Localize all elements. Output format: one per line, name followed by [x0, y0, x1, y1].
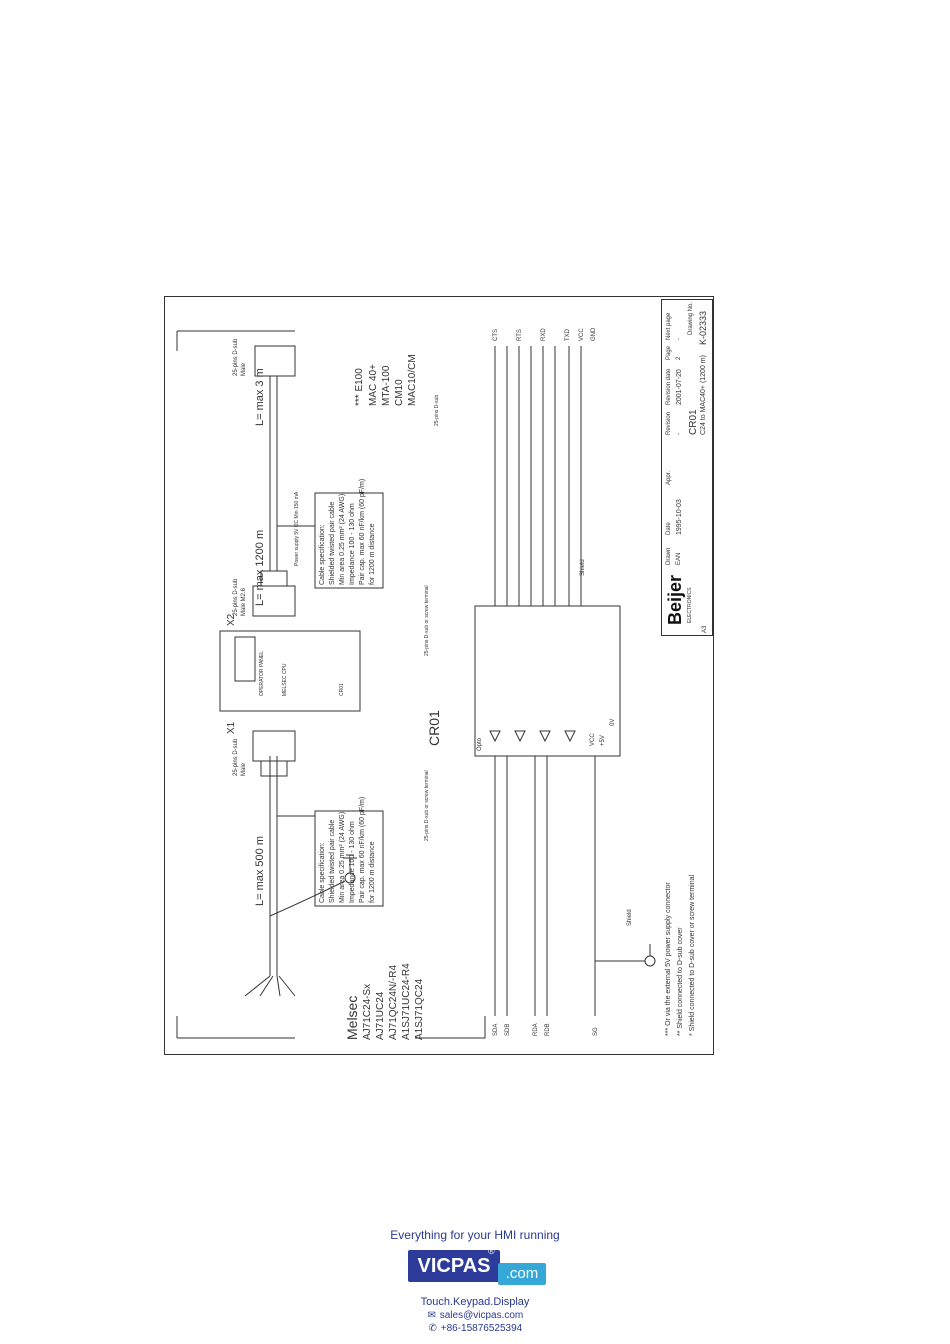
title-block: Beijer ELECTRONICS Drawn EAN Date 1995-1… [661, 299, 713, 636]
dsub-screw-left: 25-pins D-sub or screw terminal [424, 770, 430, 841]
cable-spec-box-1 [314, 810, 384, 907]
signal-rda: RDA [533, 1023, 539, 1036]
dsub-screw-right: 25-pins D-sub or screw terminal [424, 585, 430, 656]
male-label-left: Male [241, 762, 247, 776]
drawing-no: K-02333 [698, 310, 708, 345]
plus5v-label: +5V [600, 735, 606, 746]
plc-bracket-lower [415, 1016, 486, 1039]
dsub-25-target: 25-pins D-sub [434, 394, 440, 426]
schematic-sheet: Melsec AJ71C24-Sx AJ71UC24 AJ71QC24N/-R4… [164, 296, 714, 1055]
male-m26-label: Male M2.6 [241, 587, 247, 616]
cr01-small-label: CR01 [339, 683, 345, 696]
target-model-2: MAC 40+ [368, 364, 379, 406]
length-3-label: L= max 3 m [254, 368, 266, 426]
logo-registered: ® [488, 1246, 495, 1256]
signal-sda: SDA [493, 1023, 499, 1036]
plc-model-4: A1SJ71UC24-R4 [401, 963, 412, 1040]
page-label: Page [666, 345, 672, 360]
target-model-4: CM10 [394, 379, 405, 406]
opto-label: Opto [477, 737, 483, 751]
drawing-no-label: Drawing No. [688, 301, 694, 335]
signal-sg: SG [593, 1027, 599, 1036]
revision-date-value: 2001-07-20 [676, 369, 683, 405]
cable-spec-1: Cable specification: Shielded twisted pa… [319, 796, 376, 903]
slogan: Everything for your HMI running [390, 1228, 560, 1242]
plc-model-1: AJ71C24-Sx [362, 983, 373, 1040]
cable-spec-box-2 [314, 492, 384, 589]
operator-panel-outline [219, 630, 361, 712]
melsec-cpu-label: MELSEC CPU [282, 663, 288, 696]
dsub-label-left: 25-pins D-sub [233, 738, 239, 776]
sheet-size: A3 [702, 625, 708, 633]
length-500-label: L= max 500 m [254, 835, 266, 906]
cr01-title: CR01 [426, 710, 442, 746]
schematic-lines [176, 330, 656, 1039]
signal-rts: RTS [517, 329, 523, 341]
appr-label: Appr. [666, 470, 672, 485]
target-bracket [176, 330, 295, 351]
shield-label-2: Shield [580, 559, 586, 576]
next-page-label: Next page [666, 312, 672, 340]
signal-txd: TXD [565, 329, 571, 341]
page-value: 2 [676, 356, 682, 360]
x2-label-top: X2 [226, 613, 237, 626]
company-sub: ELECTRONICS [687, 587, 693, 623]
target-model-1: *** E100 [354, 368, 365, 406]
x1-label-top: X1 [226, 721, 237, 734]
power-note: Power supply 5V DC Min 150 mA [294, 491, 300, 566]
zerov-label: 0V [610, 718, 616, 726]
dsub-label-target: 25-pins D-sub [233, 338, 239, 376]
signal-vcc: VCC [579, 328, 585, 341]
phone-text: +86-15876525394 [440, 1323, 523, 1334]
plc-bracket [176, 1016, 295, 1039]
drawing-subtitle: C24 to MAC40+ (1200 m) [700, 355, 707, 435]
plc-title: Melsec [344, 995, 360, 1040]
signal-sdb: SDB [505, 1023, 511, 1036]
target-model-5: MAC10/CM [407, 354, 418, 406]
logo-main: VICPAS [408, 1250, 500, 1282]
note-2: ** Shield connected to D-sub cover [677, 927, 684, 1036]
length-1200-label: L= max 1200 m [254, 529, 266, 606]
wiring-bus [494, 346, 596, 1016]
signal-cts: CTS [493, 329, 499, 341]
plc-model-3: AJ71QC24N/-R4 [388, 964, 399, 1040]
phone-icon: ✆ [428, 1323, 437, 1334]
target-model-3: MTA-100 [381, 365, 392, 406]
date-label: Date [666, 522, 672, 535]
email-text: sales@vicpas.com [439, 1310, 524, 1321]
logo-dotcom: .com [498, 1263, 546, 1285]
phone-row[interactable]: ✆+86-15876525394 [0, 1323, 950, 1334]
email-row[interactable]: ✉sales@vicpas.com [0, 1310, 950, 1321]
company-name: Beijer [665, 574, 685, 625]
date-value: 1995-10-03 [676, 499, 683, 535]
ean-label: EAN [676, 552, 682, 565]
male-label-target: Male [241, 362, 247, 376]
drawn-label: Drawn [666, 547, 672, 565]
drawing-title: CR01 [688, 409, 699, 435]
signal-gnd: GND [591, 327, 597, 341]
cable-spec-2: Cable specification: Shielded twisted pa… [319, 478, 376, 585]
plc-model-2: AJ71UC24 [375, 991, 386, 1040]
vicpas-logo[interactable]: VICPAS ® .com [408, 1246, 546, 1290]
vicpas-footer: Everything for your HMI running VICPAS ®… [0, 1228, 950, 1334]
tagline: Touch.Keypad.Display [420, 1296, 530, 1308]
rotated-drawing: Melsec AJ71C24-Sx AJ71UC24 AJ71QC24N/-R4… [165, 297, 715, 1056]
signal-rdb: RDB [545, 1023, 551, 1036]
note-3: * Shield connected to D-sub cover or scr… [689, 874, 696, 1036]
mail-icon: ✉ [427, 1310, 436, 1321]
note-1: *** Or via the external 5V power supply … [665, 882, 672, 1036]
operator-panel-label: OPERATOR PANEL [259, 650, 265, 696]
signal-rxd: RXD [541, 328, 547, 341]
shield-label-1: Shield [627, 909, 633, 926]
cr01-box [474, 605, 621, 757]
revision-value: - [676, 433, 682, 435]
vcc-label: VCC [590, 733, 596, 746]
next-page-value: - [676, 338, 682, 340]
plc-model-5: A1SJ71QC24 [414, 978, 425, 1040]
revision-date-label: Revision date [666, 368, 672, 405]
dsub-label-right: 25-pins D-sub [233, 578, 239, 616]
revision-label: Revision [666, 411, 672, 435]
